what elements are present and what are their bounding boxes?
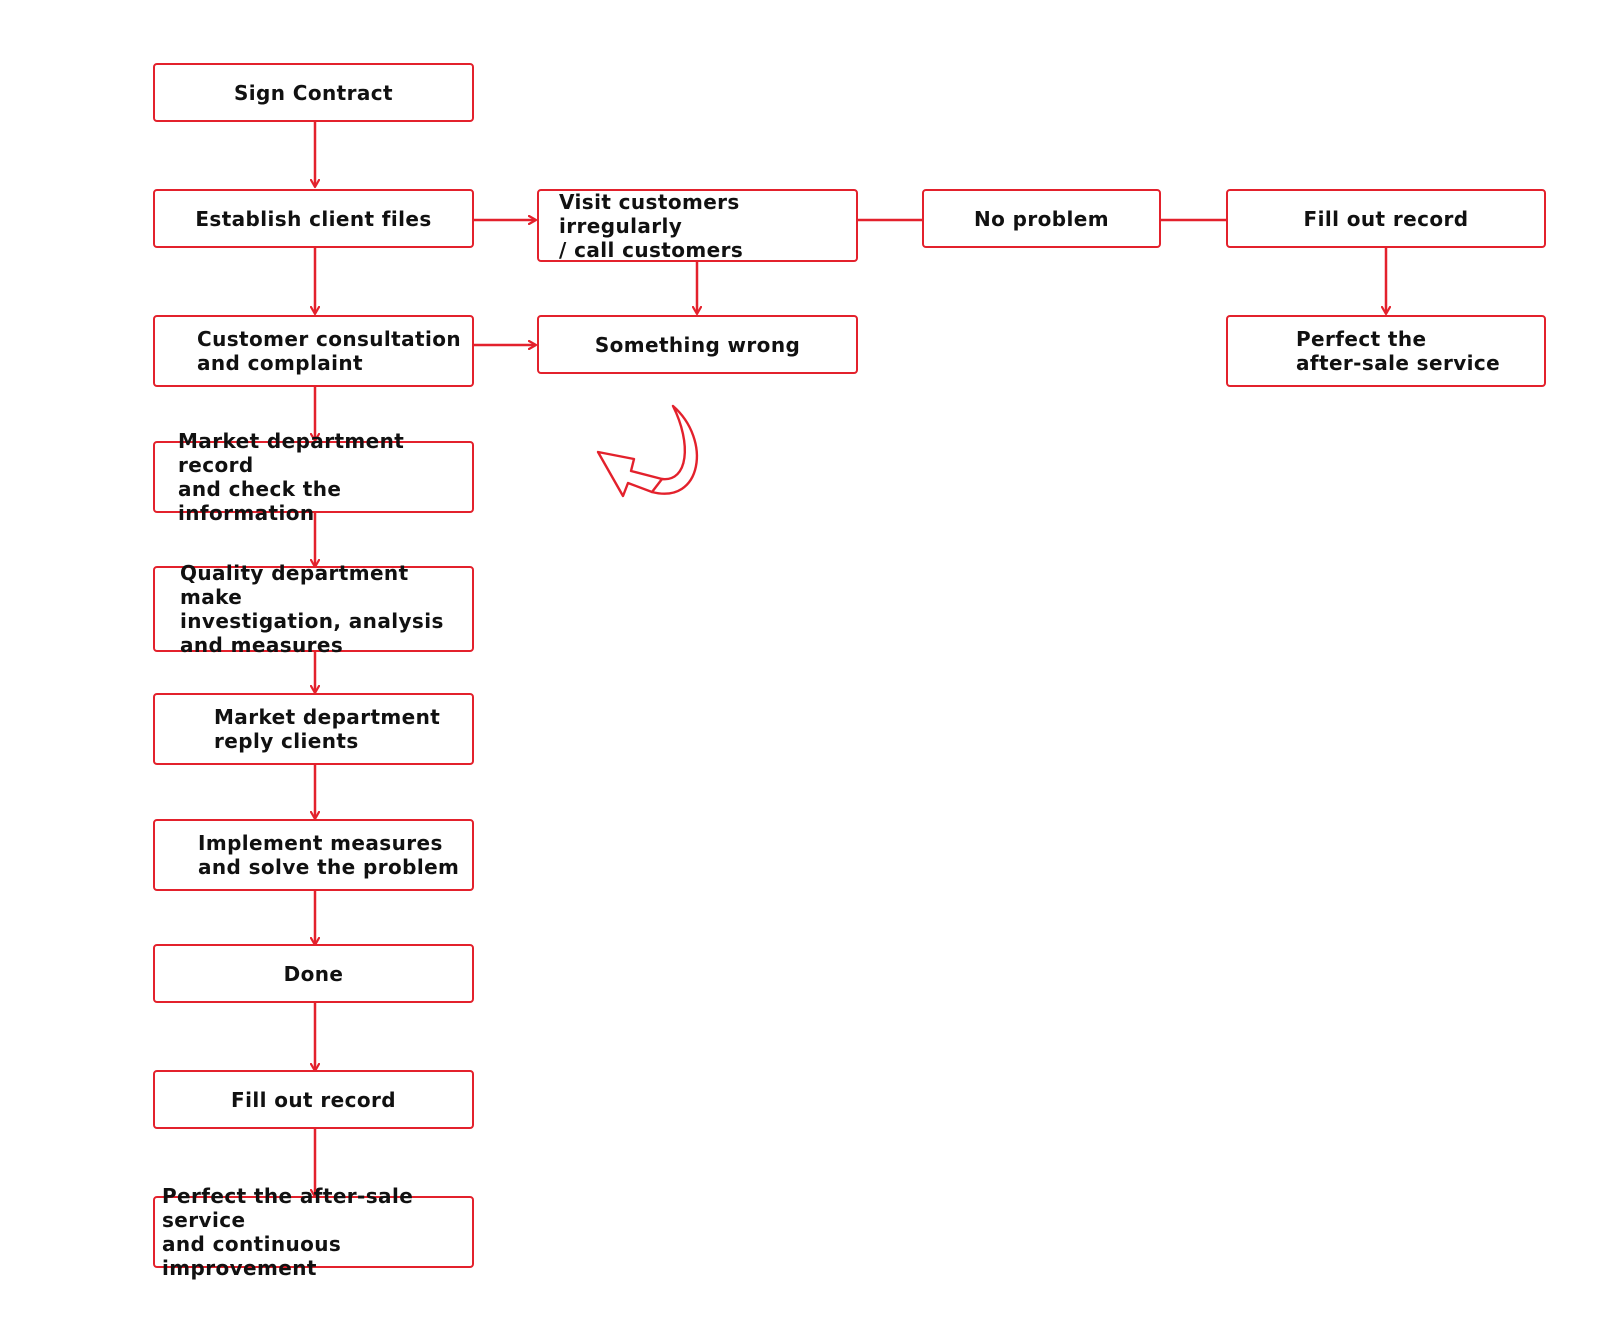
node-label: Something wrong xyxy=(594,332,801,357)
node-market-reply: Market department reply clients xyxy=(153,693,474,765)
node-label: Establish client files xyxy=(195,206,432,231)
node-label: Fill out record xyxy=(1303,206,1469,231)
node-label: Market department reply clients xyxy=(214,705,441,753)
node-visit-customers: Visit customers irregularly / call custo… xyxy=(537,189,858,262)
node-establish-client-files: Establish client files xyxy=(153,189,474,248)
node-something-wrong: Something wrong xyxy=(537,315,858,374)
node-label: Perfect the after-sale service and conti… xyxy=(162,1184,414,1280)
node-label: Quality department make investigation, a… xyxy=(180,561,444,657)
node-market-record: Market department record and check the i… xyxy=(153,429,474,525)
node-sign-contract: Sign Contract xyxy=(153,63,474,122)
node-implement-measures: Implement measures and solve the problem xyxy=(153,819,474,891)
node-label: Customer consultation and complaint xyxy=(197,327,462,375)
node-label: Implement measures and solve the problem xyxy=(198,831,460,879)
node-fill-out-record-right: Fill out record xyxy=(1226,189,1546,248)
node-label: Fill out record xyxy=(231,1087,396,1112)
node-customer-consultation: Customer consultation and complaint xyxy=(153,315,474,387)
node-label: Market department record and check the i… xyxy=(178,429,405,525)
node-perfect-improvement: Perfect the after-sale service and conti… xyxy=(153,1184,474,1280)
curved-return-arrow-icon xyxy=(596,404,699,498)
node-quality-investigation: Quality department make investigation, a… xyxy=(153,561,474,657)
node-label: Visit customers irregularly / call custo… xyxy=(559,189,744,262)
node-done: Done xyxy=(153,944,474,1003)
node-label: No problem xyxy=(974,206,1109,231)
node-fill-out-record-main: Fill out record xyxy=(153,1070,474,1129)
node-label: Done xyxy=(283,961,344,986)
node-perfect-service-right: Perfect the after-sale service xyxy=(1226,315,1546,387)
node-label: Perfect the after-sale service xyxy=(1296,327,1501,375)
node-label: Sign Contract xyxy=(234,80,393,105)
node-no-problem: No problem xyxy=(922,189,1161,248)
